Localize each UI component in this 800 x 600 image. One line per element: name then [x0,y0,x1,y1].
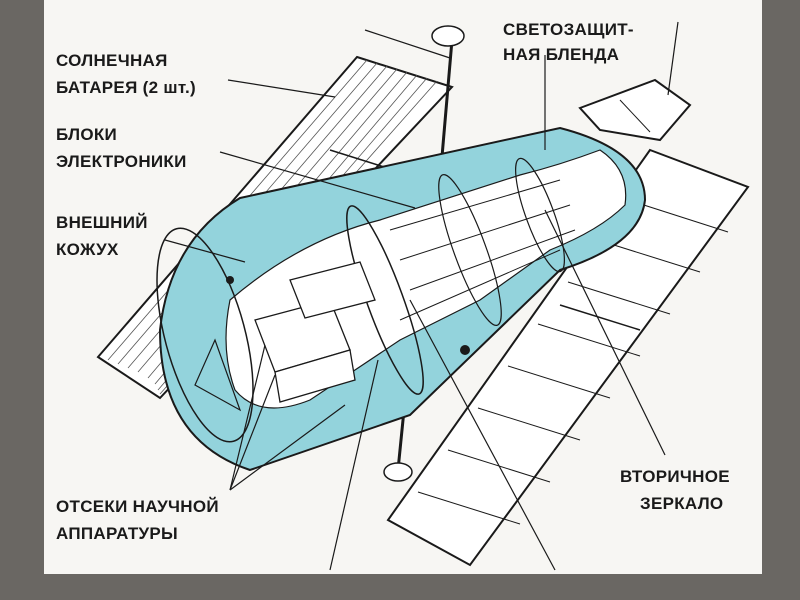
telescope-body [156,126,647,472]
secondary-mirror-label: ВТОРИЧНОЕ ЗЕРКАЛО [620,467,735,513]
right-solar-panel [386,148,750,567]
solar-panel-label: СОЛНЕЧНАЯ БАТАРЕЯ (2 шт.) [56,51,196,97]
antenna-mast [383,25,465,482]
instrument-bays-label: ОТСЕКИ НАУЧНОЙ АППАРАТУРЫ [56,497,224,543]
outer-shell-label: ВНЕШНИЙ КОЖУХ [56,213,153,259]
light-shield-label: СВЕТОЗАЩИТ- НАЯ БЛЕНДА [503,20,639,64]
callout-lines [164,21,679,571]
electronics-label: БЛОКИ ЭЛЕКТРОНИКИ [56,125,187,171]
aperture-door [578,78,692,142]
